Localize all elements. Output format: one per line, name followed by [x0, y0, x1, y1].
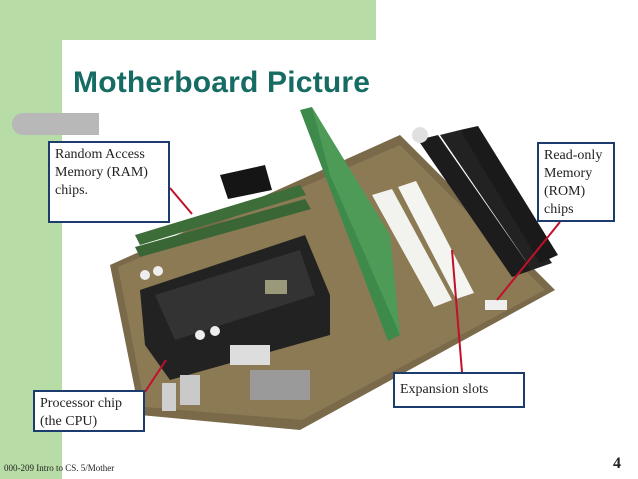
- slide-title: Motherboard Picture: [73, 66, 371, 99]
- expansion-pointer: [451, 249, 463, 373]
- rom-pointer: [496, 221, 561, 301]
- callout-cpu: Processor chip (the CPU): [33, 390, 145, 432]
- decorative-grey-tab: [12, 113, 99, 135]
- top-green-band: [0, 0, 376, 40]
- page-number: 4: [613, 455, 621, 472]
- callout-expansion: Expansion slots: [393, 372, 525, 408]
- cpu-pointer: [144, 359, 167, 393]
- footer-text: 000-209 Intro to CS. 5/Mother: [4, 463, 115, 473]
- callout-ram: Random Access Memory (RAM) chips.: [48, 141, 170, 223]
- callout-rom: Read-only Memory (ROM) chips: [537, 142, 615, 222]
- motherboard-image: [110, 107, 558, 430]
- ram-pointer: [169, 187, 193, 215]
